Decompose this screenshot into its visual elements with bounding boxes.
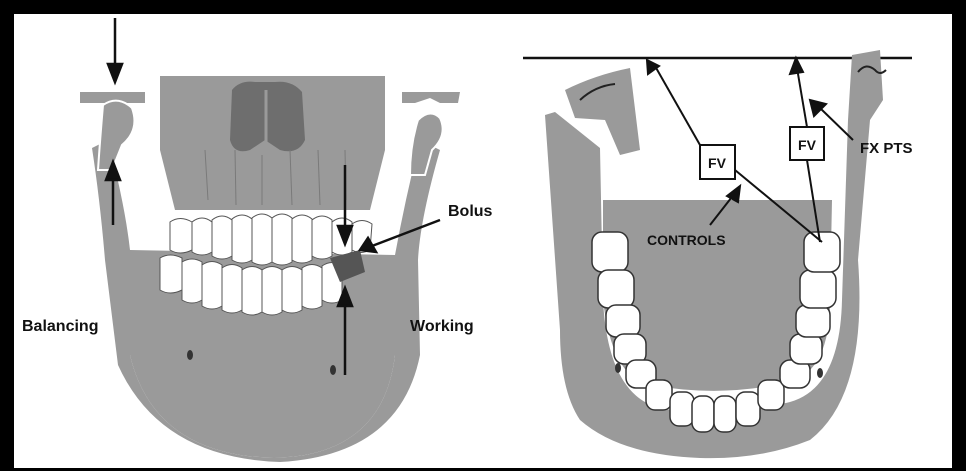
right-arch-foramen (817, 368, 823, 378)
bolus-label: Bolus (448, 203, 493, 220)
fv-left-label: FV (708, 155, 727, 171)
working-label: Working (410, 318, 474, 335)
fx-pts-label: FX PTS (860, 140, 913, 157)
left-foramen (187, 350, 193, 360)
balancing-label: Balancing (22, 318, 98, 335)
controls-label: CONTROLS (647, 232, 726, 248)
right-foramen (330, 365, 336, 375)
left-arch-foramen (615, 363, 621, 373)
fv-right-label: FV (798, 137, 817, 153)
